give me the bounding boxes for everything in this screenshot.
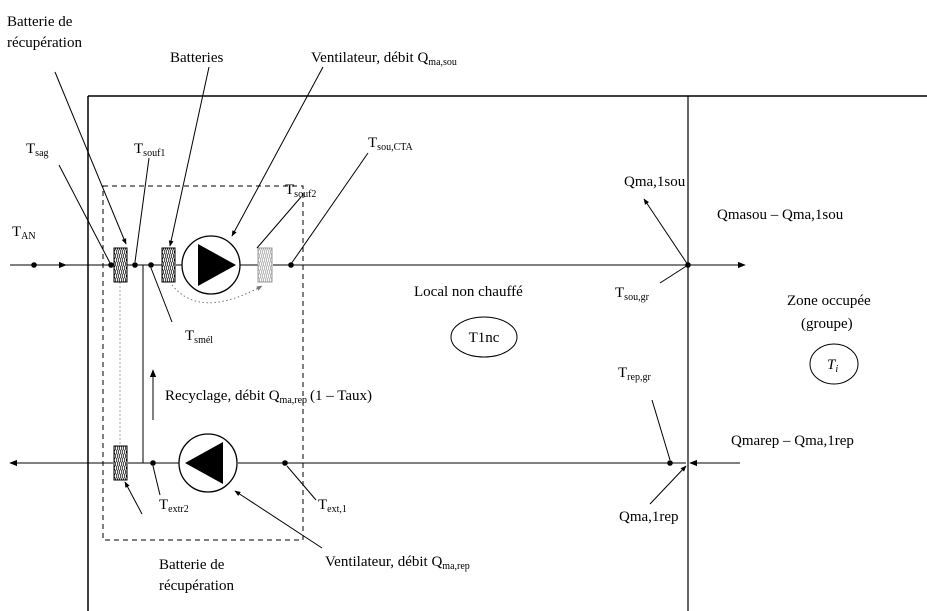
label-qma-1sou: Qma,1sou (624, 174, 686, 190)
label-t1nc: T1nc (469, 330, 500, 346)
label-zone-groupe: (groupe) (801, 316, 853, 332)
label-ventilateur-rep: Ventilateur, débit Qma,rep (325, 554, 470, 572)
heat-recovery-coil-return (113, 445, 128, 481)
label-t-an: TAN (12, 224, 36, 242)
label-t-sou-cta: Tsou,CTA (368, 135, 414, 153)
return-fan (178, 433, 238, 493)
label-recyclage: Recyclage, débit Qma,rep(1 – Taux) (165, 388, 372, 406)
t1nc-node (450, 316, 518, 358)
label-t-rep-gr: Trep,gr (618, 365, 651, 383)
label-t-sou-gr: Tsou,gr (615, 285, 650, 303)
leader-lines (54, 66, 689, 549)
measurement-points (31, 262, 691, 466)
label-t-sag: Tsag (26, 141, 49, 159)
ahu-boundary (102, 185, 304, 541)
label-t-souf1: Tsouf1 (134, 141, 165, 159)
building-walls (87, 95, 927, 611)
label-batterie-recup-bottom-2: récupération (159, 578, 234, 594)
label-zone-occupee: Zone occupée (787, 293, 871, 309)
label-t-extr2: Textr2 (159, 497, 189, 515)
label-batterie-recup-top: Batterie de (7, 14, 73, 30)
label-local-non-chauffe: Local non chauffé (414, 284, 523, 300)
label-qmarep-diff: Qmarep – Qma,1rep (731, 433, 854, 449)
supply-fan (181, 235, 241, 295)
label-qma-1rep: Qma,1rep (619, 509, 679, 525)
label-t-souf2: Tsouf2 (285, 182, 316, 200)
post-fan-coil (257, 247, 273, 283)
label-t-smel: Tsmél (185, 328, 213, 346)
label-batterie-recup-top-2: récupération (7, 35, 82, 51)
ti-node (809, 343, 859, 385)
label-qmasou-diff: Qmasou – Qma,1sou (717, 207, 844, 223)
label-t-ext1: Text,1 (318, 497, 347, 515)
label-ventilateur-sou: Ventilateur, débit Qma,sou (311, 50, 457, 68)
bypass-curve (171, 284, 263, 304)
label-batterie-recup-bottom: Batterie de (159, 557, 225, 573)
heat-recovery-coil-supply (113, 247, 128, 283)
label-ti: Ti (827, 357, 838, 375)
label-batteries: Batteries (170, 50, 223, 66)
coils (161, 247, 176, 283)
